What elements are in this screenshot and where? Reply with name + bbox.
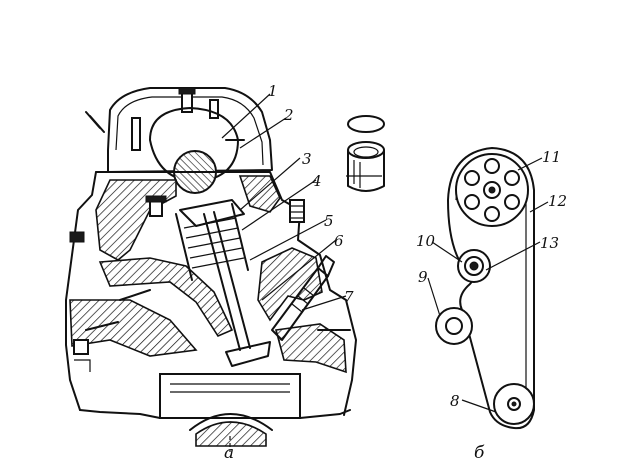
crank-pulley — [493, 383, 535, 425]
callout-4: 4 — [311, 172, 322, 190]
callout-12: 12 — [548, 192, 567, 210]
callout-2: 2 — [283, 106, 294, 124]
callout-10: 10 — [416, 232, 436, 250]
head-bolt-right — [289, 199, 305, 223]
caption-right: б — [474, 443, 485, 463]
valve-assembly — [175, 199, 271, 367]
callout-13: 13 — [540, 234, 559, 252]
callout-1: 1 — [268, 82, 278, 100]
caption-left: а — [224, 443, 234, 463]
pump-pulley — [435, 307, 473, 345]
belt-drive — [435, 147, 535, 430]
callout-11: 11 — [542, 148, 561, 166]
cam-pulley — [455, 153, 529, 227]
callout-3: 3 — [302, 150, 312, 168]
callout-8: 8 — [450, 392, 460, 410]
tappet-cup — [347, 115, 385, 192]
spark-plug — [271, 255, 335, 341]
tensioner-roller — [457, 249, 491, 283]
leader-lines — [221, 93, 549, 413]
callout-7: 7 — [344, 288, 354, 306]
cylinder-head-section — [65, 87, 357, 452]
callout-6: 6 — [334, 232, 344, 250]
callout-9: 9 — [418, 268, 428, 286]
callout-5: 5 — [324, 212, 334, 230]
head-bolt — [145, 195, 167, 217]
